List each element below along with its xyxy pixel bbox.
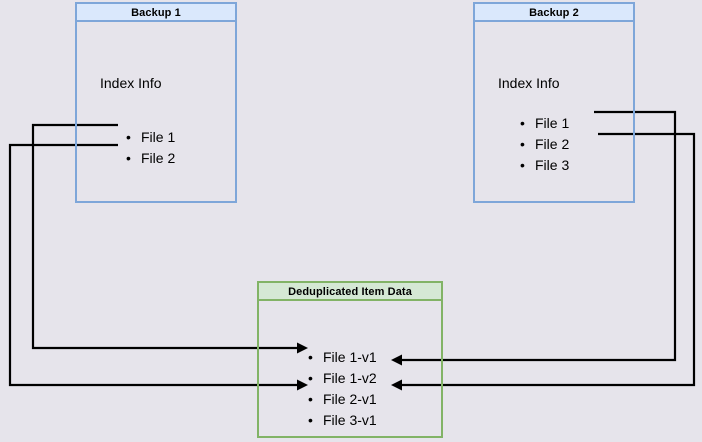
node-deduplicated-item-data[interactable]: Deduplicated Item Data File 1-v1 File 1-…	[257, 281, 443, 438]
list-item: File 3	[520, 155, 569, 176]
node-backup-1-header: Backup 1	[75, 2, 237, 22]
list-item: File 1	[126, 127, 175, 148]
node-dedup-body: File 1-v1 File 1-v2 File 2-v1 File 3-v1	[257, 301, 443, 438]
list-item: File 1-v2	[308, 368, 377, 389]
list-item: File 1-v1	[308, 347, 377, 368]
list-item: File 3-v1	[308, 410, 377, 431]
node-backup-1[interactable]: Backup 1 Index Info File 1 File 2	[75, 2, 237, 203]
backup-2-index-info-label: Index Info	[498, 75, 560, 91]
node-backup-1-body: Index Info File 1 File 2	[75, 22, 237, 203]
dedup-item-list: File 1-v1 File 1-v2 File 2-v1 File 3-v1	[308, 347, 377, 431]
node-backup-2[interactable]: Backup 2 Index Info File 1 File 2 File 3	[473, 2, 635, 203]
list-item: File 2	[126, 148, 175, 169]
node-backup-2-header: Backup 2	[473, 2, 635, 22]
backup-1-file-list: File 1 File 2	[126, 127, 175, 169]
list-item: File 2	[520, 134, 569, 155]
node-dedup-header: Deduplicated Item Data	[257, 281, 443, 301]
list-item: File 2-v1	[308, 389, 377, 410]
list-item: File 1	[520, 113, 569, 134]
node-backup-2-body: Index Info File 1 File 2 File 3	[473, 22, 635, 203]
backup-2-file-list: File 1 File 2 File 3	[520, 113, 569, 176]
backup-1-index-info-label: Index Info	[100, 75, 162, 91]
